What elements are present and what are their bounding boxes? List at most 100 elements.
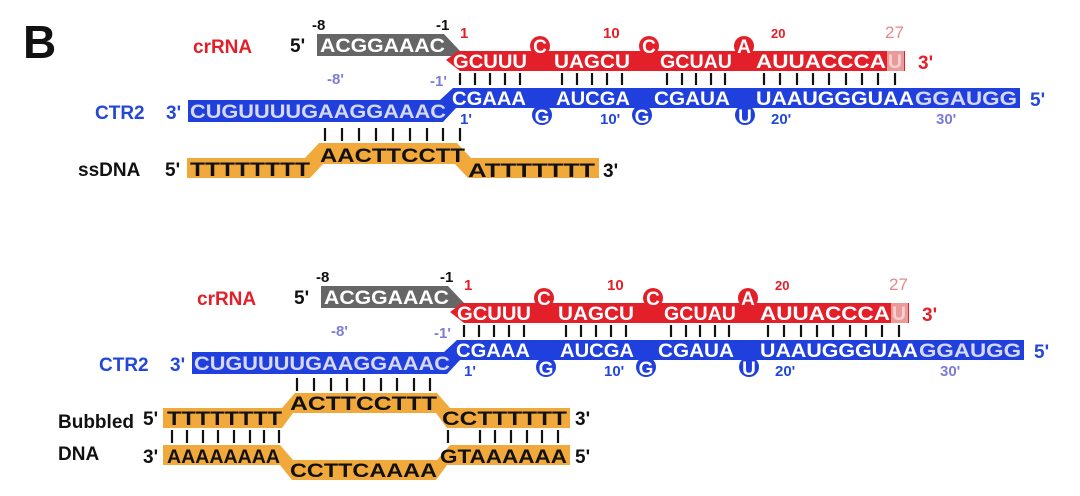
crrna-seg2: UAGCU [554, 52, 630, 73]
ctr2-bulge3-base: U [742, 359, 756, 380]
top-strand-5prime: 5' [143, 409, 158, 430]
ctr2-tail-seq: CUGUUUUGAAGGAAAC [190, 102, 446, 123]
ctr2-num-20: 20' [775, 363, 795, 380]
ctr2-bulge-3 [739, 357, 759, 377]
crrna-last-base-box [887, 51, 904, 71]
top-strand-seg1: TTTTTTTT [167, 409, 282, 430]
crrna-bulge-2 [643, 288, 663, 308]
crrna-bulge3-base: A [737, 37, 751, 58]
crrna-ctr2-base-pairs [458, 73, 897, 85]
crrna-num-10: 10 [607, 277, 624, 294]
crrna-num-minus8: -8 [316, 269, 329, 286]
crrna-seg4: AUUACCCA [756, 52, 886, 73]
rna-duplex-panel-2: crRNA 5' -8 -1 ACGGAAAC GCUUU C UAGCU C … [99, 269, 1049, 380]
ctr2-num-1: 1' [460, 111, 472, 128]
bottom-strand-seg3: GTAAAAAA [440, 447, 567, 468]
bottom-strand-band [163, 445, 570, 480]
crrna-seg1: GCUUU [453, 52, 527, 73]
crrna-bulge3-base: A [741, 289, 755, 310]
ssdna-seg2: AACTTCCTT [320, 146, 465, 167]
rna-duplex-panel-1: crRNA 5' -8 -1 ACGGAAAC GCUUU C UAGCU C … [95, 17, 1045, 128]
crrna-num-minus1: -1 [440, 269, 453, 286]
ctr2-num-1: 1' [464, 363, 476, 380]
crrna-seg3: GCUAU [664, 304, 736, 325]
bubbled-dna-label-line2: DNA [58, 444, 99, 465]
crrna-num-1: 1 [460, 25, 468, 42]
crrna-num-20: 20 [771, 26, 785, 41]
ctr2-label: CTR2 [95, 103, 145, 124]
crrna-5prime: 5' [290, 36, 305, 57]
crrna-label: crRNA [193, 37, 252, 58]
crrna-tag-seq: ACGGAAAC [320, 36, 445, 57]
crrna-bulge-3 [734, 36, 754, 56]
ctr2-5prime: 5' [1034, 342, 1049, 363]
crrna-seg1: GCUUU [457, 304, 531, 325]
ctr2-bulge2-base: G [635, 107, 650, 128]
ssdna-label: ssDNA [78, 160, 141, 181]
ctr2-num-30: 30' [940, 363, 960, 380]
crrna-num-1: 1 [464, 277, 472, 294]
ctr2-num-10: 10' [604, 363, 624, 380]
ctr2-num-30: 30' [936, 111, 956, 128]
ctr2-band [192, 340, 1024, 374]
crrna-bulge2-base: C [642, 37, 656, 58]
bubbled-dna-label-line1: Bubbled [58, 412, 134, 433]
ctr2-bulge2-base: G [639, 359, 654, 380]
crrna-num-minus1: -1 [436, 17, 449, 34]
crrna-5prime: 5' [294, 288, 309, 309]
ctr2-num-minus1: -1' [430, 73, 447, 90]
bottom-strand-5prime: 5' [575, 447, 590, 468]
ctr2-seg4: UAAUGGGUAA [756, 89, 914, 110]
crrna-tag-band [321, 286, 464, 308]
top-strand-3prime: 3' [575, 409, 590, 430]
ctr2-num-10: 10' [600, 111, 620, 128]
crrna-bulge1-base: C [533, 37, 547, 58]
ctr2-seg2: AUCGA [556, 89, 630, 110]
ctr2-seg5: GGAUGG [919, 341, 1021, 362]
crrna-num-10: 10 [603, 25, 620, 42]
crrna-bulge-3 [738, 288, 758, 308]
crrna-bulge-1 [534, 288, 554, 308]
ssdna-3prime: 3' [603, 161, 618, 182]
top-strand-seg2: ACTTCCTTT [290, 394, 438, 415]
crrna-spacer-band [446, 51, 905, 71]
ctr2-bulge-3 [735, 105, 755, 125]
ctr2-5prime: 5' [1030, 90, 1045, 111]
crrna-last-base: U [888, 52, 902, 73]
crrna-3prime: 3' [918, 53, 933, 74]
crrna-num-minus8: -8 [312, 17, 325, 34]
ctr2-num-minus8: -8' [327, 71, 344, 88]
ctr2-bubbled-dna-base-pairs [295, 378, 432, 391]
ctr2-num-minus1: -1' [434, 325, 451, 342]
ctr2-num-minus8: -8' [331, 323, 348, 340]
ctr2-3prime: 3' [166, 103, 181, 124]
bottom-strand-seg1: AAAAAAAA [167, 447, 280, 468]
ctr2-bulge1-base: G [535, 107, 550, 128]
ctr2-bulge-1 [536, 357, 556, 377]
ctr2-bulge1-base: G [539, 359, 554, 380]
crrna-bulge1-base: C [537, 289, 551, 310]
ctr2-bulge3-base: U [738, 107, 752, 128]
ctr2-ssdna-base-pairs [323, 128, 462, 141]
ctr2-3prime: 3' [170, 355, 185, 376]
crrna-tag-band [317, 34, 460, 56]
crrna-bulge-2 [639, 36, 659, 56]
ssdna-5prime: 5' [165, 160, 180, 181]
top-strand-band [163, 393, 570, 428]
top-strand-seg3: CCTTTTTT [442, 409, 568, 430]
bottom-strand-seg2: CCTTCAAAA [290, 461, 437, 482]
ssdna-band [187, 143, 599, 178]
bottom-strand-3prime: 3' [143, 447, 158, 468]
ctr2-bulge-2 [632, 105, 652, 125]
ctr2-seg3: CGAUA [654, 89, 730, 110]
ctr2-seg4: UAAUGGGUAA [760, 341, 918, 362]
crrna-seg2: UAGCU [558, 304, 634, 325]
crrna-num-20: 20 [775, 278, 789, 293]
crrna-bulge-1 [530, 36, 550, 56]
ssdna-seg3: ATTTTTTT [468, 161, 596, 182]
ctr2-seg1: CGAAA [456, 341, 530, 362]
crrna-seg4: AUUACCCA [760, 304, 890, 325]
ctr2-seg5: GGAUGG [915, 89, 1017, 110]
bubbled-dna: Bubbled DNA 5' TTTTTTTT ACTTCCTTT CCTTTT… [58, 378, 590, 482]
